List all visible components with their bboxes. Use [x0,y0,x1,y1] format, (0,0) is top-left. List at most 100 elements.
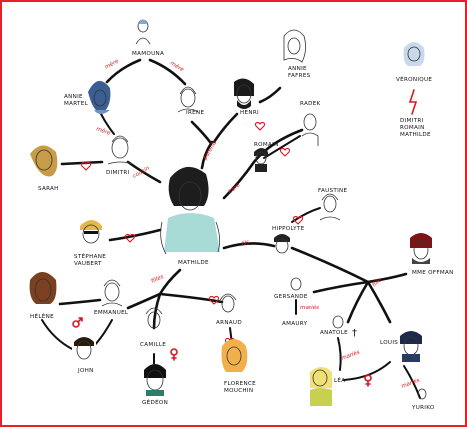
line-romain-radek [263,135,301,159]
line-filles-arnaud [158,292,224,304]
rel-fille: fille [371,277,383,288]
name-radek: RADEK [300,101,321,107]
name-irene: IRÈNE [186,108,204,116]
line-filles-emmanuel [126,292,162,310]
radek-portrait [301,113,319,146]
line-irene-parents [190,120,212,144]
name-yuriko: YURIKO [411,405,435,411]
gersande-portrait [290,277,302,291]
name-mamouna: MAMOUNA [132,51,164,57]
camille-portrait [145,307,163,329]
heart-hippolyte-faustine-icon [292,215,304,225]
line-branch-louis [366,280,392,324]
yuriko-portrait [417,388,427,400]
dagger-icon: † [352,328,357,339]
portraits [29,19,434,406]
name-mathilde: MATHILDE [178,260,209,266]
line-hippolyte-faustine [291,207,321,223]
line-henri-parents [212,112,239,144]
mathilde-portrait [160,166,220,255]
heart-henri-annie-icon [254,121,266,131]
rel-mere-dimitri: mère [95,125,112,137]
female-symbol-lea-icon [364,374,372,387]
name-romain: ROMAIN [254,142,279,148]
rel-maries-gersande: mariés [300,304,319,311]
name-amaury: AMAURY [282,321,308,327]
line-stephane-mathilde [108,228,162,242]
name-hippolyte: HIPPOLYTE [272,226,305,232]
female-symbol-camille-icon [170,348,178,361]
name-emmanuel: EMMANUEL [94,310,129,316]
irene-portrait [177,86,199,113]
stephane-portrait [78,218,104,248]
line-helene-emmanuel [58,298,102,306]
mme-offman-portrait [408,232,434,264]
romain-portrait [254,148,268,172]
name-veronique: VÉRONIQUE [396,75,432,83]
line-parents-mathilde [200,140,214,170]
relation-labels: mère mère mère parents cousin frère fils… [95,57,420,389]
arnaud-portrait [219,293,237,313]
rel-filles: filles [150,274,164,285]
line-henri-annie-fafres [258,86,282,104]
helene-portrait [29,272,57,304]
lea-portrait [310,367,332,406]
line-mathilde-hippolyte [222,242,276,250]
line-mathilde-frere [222,128,304,200]
hippolyte-portrait [274,234,290,254]
line-mamouna-annie-martel [105,58,142,84]
lightning-icon [408,89,418,115]
rel-maries-anatole: mariés [340,349,360,362]
name-helene: HÉLÈNE [30,312,54,320]
annie-martel-portrait [88,80,111,114]
rel-mere-left: mère [104,57,121,70]
faustine-portrait [319,193,341,221]
florence-portrait [221,339,248,372]
heart-sarah-dimitri-icon [80,161,92,171]
name-louis: LOUIS [380,340,398,346]
emmanuel-portrait [101,279,123,307]
name-john: JOHN [77,368,94,374]
connection-lines [41,58,421,399]
name-mme-offman: MME OFFMAN [412,270,454,276]
name-faustine: FAUSTINE [318,188,348,194]
line-louis-yuriko [403,365,421,399]
line-helene-john [41,319,75,351]
name-henri: HENRI [240,110,259,116]
name-camille: CAMILLE [140,342,166,348]
line-filles-camille [152,292,162,330]
louis-portrait [398,330,424,362]
rel-frere: frère [227,181,242,195]
relation-markers [72,89,418,387]
rel-fils: fils [241,239,251,247]
name-dimitri: DIMITRI [106,170,130,176]
name-gersande: GERSANDE [274,294,308,300]
john-portrait [72,336,96,364]
male-symbol-emmanuel-icon [72,317,83,328]
rel-parents: parents [202,139,218,161]
line-branch-anatole [346,280,370,324]
annie-fafres-portrait [283,29,306,63]
mamouna-portrait [135,19,151,45]
line-anatole-lea [337,337,342,371]
heart-romain-radek-icon [279,147,291,157]
name-sarah: SARAH [38,186,59,192]
anatole-portrait [332,315,344,329]
sarah-portrait [30,145,58,177]
veronique-portrait [399,40,427,68]
heart-stephane-mathilde-icon [124,233,136,243]
line-branch-offman [366,272,408,284]
line-mathilde-filles [158,268,182,296]
line-mamouna-irene [148,58,187,86]
line-hippolyte-branch [290,246,370,284]
line-branch-gersande [312,280,370,294]
dimitri-portrait [107,135,133,165]
